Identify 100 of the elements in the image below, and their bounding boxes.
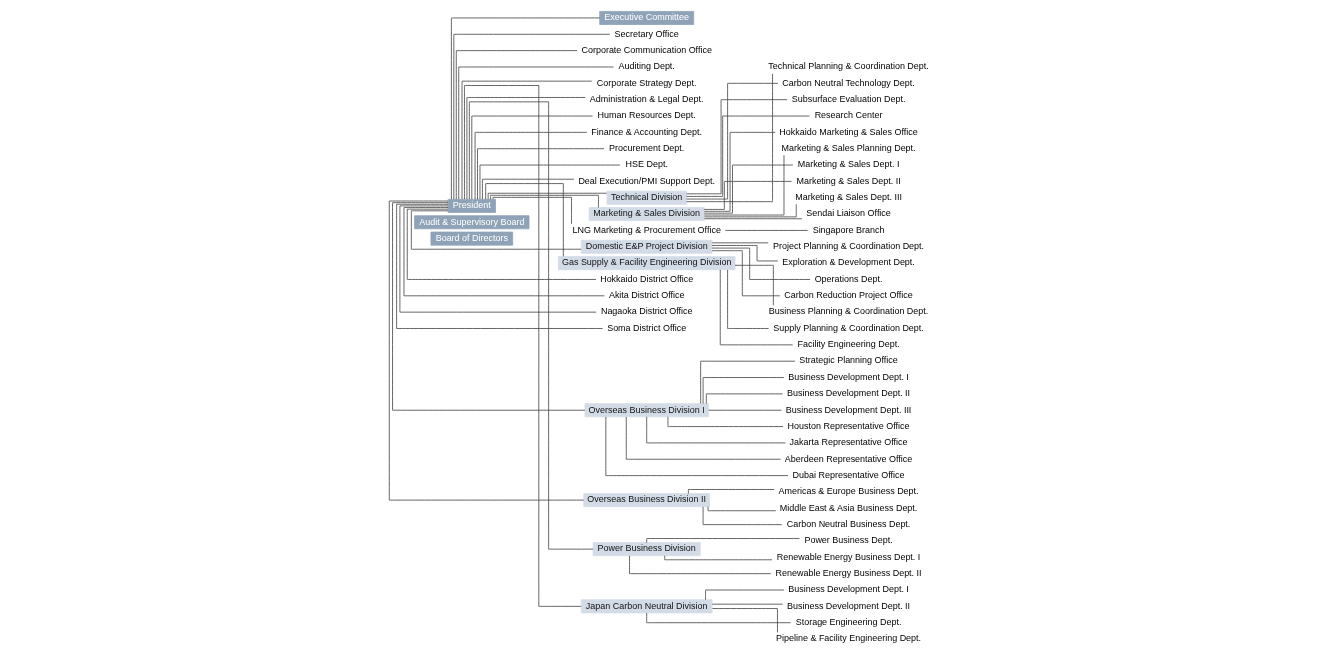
node-text: Middle East & Asia Business Dept. <box>779 502 917 513</box>
node-text: Storage Engineering Dept. <box>795 616 901 627</box>
node-text: Project Planning & Coordination Dept. <box>772 241 924 252</box>
connector <box>703 164 793 214</box>
node-text: Marketing & Sales Dept. I <box>797 159 899 170</box>
node-box: Executive Committee <box>598 11 694 25</box>
node-box: Marketing & Sales Division <box>588 207 705 222</box>
connector <box>463 85 582 607</box>
node-text: Auditing Dept. <box>618 61 675 72</box>
connector <box>489 194 599 208</box>
node-text: Finance & Accounting Dept. <box>590 126 702 137</box>
node-text: Facility Engineering Dept. <box>796 339 900 350</box>
node-box: Power Business Division <box>592 542 701 557</box>
connector <box>492 196 572 225</box>
node-text: Hokkaido District Office <box>599 273 693 284</box>
node-text: Sendai Liaison Office <box>805 208 891 219</box>
node-text: Research Center <box>814 110 882 121</box>
node-text: Procurement Dept. <box>608 143 684 153</box>
node-text: Supply Planning & Coordination Dept. <box>772 322 924 333</box>
node-text: Carbon Neutral Business Dept. <box>786 518 910 529</box>
connector <box>484 183 564 257</box>
node-text: Singapore Branch <box>812 224 884 235</box>
connector <box>711 245 778 262</box>
node-box: Gas Supply & Facility Engineering Division <box>557 256 735 271</box>
connector <box>687 489 774 494</box>
node-text: Soma District Office <box>606 322 686 333</box>
connector <box>711 242 769 244</box>
node-text: Marketing & Sales Planning Dept. <box>781 143 916 153</box>
connector <box>479 164 620 200</box>
connector <box>726 269 769 329</box>
node-text: Technical Planning & Coordination Dept. <box>767 61 929 72</box>
node-text: Subsurface Evaluation Dept. <box>791 93 905 104</box>
node-text: HSE Dept. <box>625 159 668 170</box>
node-box: Japan Carbon Neutral Division <box>580 599 712 614</box>
node-text: Deal Execution/PMI Support Dept. <box>577 175 715 186</box>
node-text: Marketing & Sales Dept. III <box>794 192 902 203</box>
node-text: Operations Dept. <box>814 273 882 284</box>
node-text: Business Development Dept. I <box>787 371 909 382</box>
connector <box>628 555 771 575</box>
node-text: Americas & Europe Business Dept. <box>778 486 919 497</box>
node-text: Business Development Dept. II <box>786 600 910 611</box>
connector <box>703 154 784 216</box>
node-text: Exploration & Development Dept. <box>781 257 915 268</box>
node-box: Technical Division <box>606 190 687 205</box>
node-text: Carbon Reduction Project Office <box>783 290 913 301</box>
node-box: Audit & Supervisory Board <box>413 215 529 230</box>
node-text: Power Business Dept. <box>803 535 893 546</box>
node-text: Business Development Dept. II <box>786 388 910 399</box>
node-text: LNG Marketing & Procurement Office <box>572 224 721 235</box>
connector <box>476 148 604 200</box>
connector <box>704 589 784 601</box>
node-text: Akita District Office <box>608 290 684 301</box>
connector <box>724 230 808 231</box>
node-text: Business Planning & Coordination Dept. <box>768 306 928 317</box>
node-text: Renewable Energy Business Dept. I <box>776 551 920 562</box>
node-box: Domestic E&P Project Division <box>580 239 712 254</box>
connector <box>395 203 603 329</box>
node-text: Renewable Energy Business Dept. II <box>775 567 922 578</box>
connector <box>707 409 782 411</box>
node-box: Overseas Business Division II <box>582 493 710 508</box>
connector <box>604 416 788 476</box>
node-text: Corporate Strategy Dept. <box>596 77 697 88</box>
connector <box>685 115 810 197</box>
node-box: Overseas Business Division I <box>584 403 709 418</box>
connector <box>705 393 783 404</box>
connector <box>663 555 772 561</box>
connector <box>702 377 784 405</box>
connector <box>711 247 810 280</box>
node-text: Administration & Legal Dept. <box>589 93 704 104</box>
node-text: Strategic Planning Office <box>798 355 898 366</box>
connector <box>474 131 587 200</box>
connector <box>452 33 610 200</box>
connector <box>719 269 793 346</box>
node-text: Human Resources Dept. <box>597 110 696 121</box>
node-text: Dubai Representative Office <box>792 469 905 480</box>
node-text: Hokkaido Marketing & Sales Office <box>778 126 918 137</box>
connector <box>403 207 605 297</box>
connector <box>645 416 786 444</box>
node-text: Secretary Office <box>614 28 679 39</box>
connector <box>450 17 600 200</box>
connector <box>667 416 783 427</box>
connector <box>481 178 574 200</box>
connector <box>466 97 586 200</box>
node-text: Carbon Neutral Technology Dept. <box>781 77 915 88</box>
connector <box>734 264 774 306</box>
connector <box>711 603 783 605</box>
node-text: Houston Representative Office <box>787 420 910 431</box>
connector <box>406 208 596 280</box>
node-text: Business Development Dept. III <box>785 404 911 415</box>
connector <box>699 360 795 404</box>
connector <box>455 50 578 200</box>
connector <box>711 250 780 297</box>
connector <box>487 192 607 200</box>
connector <box>625 416 781 460</box>
node-text: Aberdeen Representative Office <box>784 453 912 464</box>
connector <box>702 506 782 526</box>
connector <box>457 66 614 200</box>
connector <box>398 205 597 313</box>
connector <box>685 99 787 195</box>
connector <box>707 506 776 512</box>
